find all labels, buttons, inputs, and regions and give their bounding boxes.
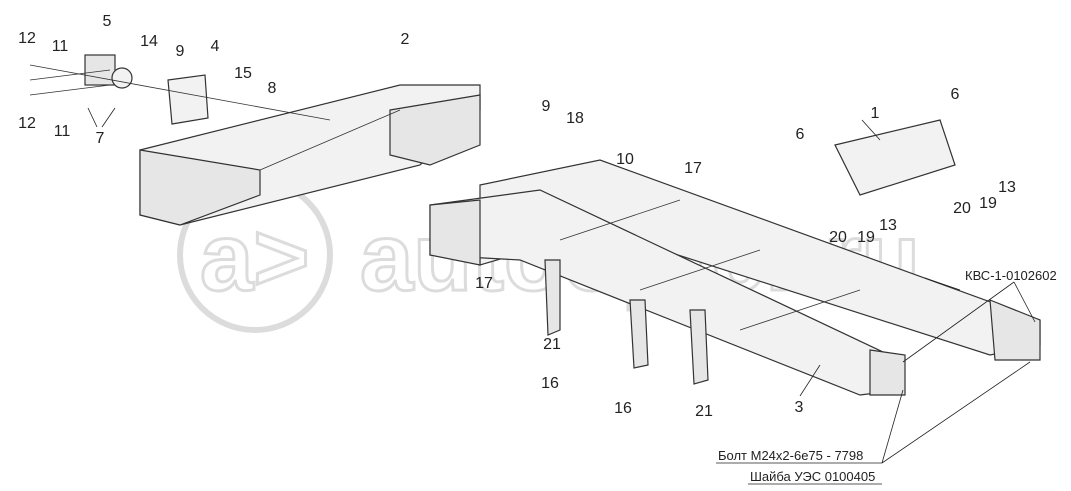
assembly-code-label: КВС-1-0102602 [965,268,1057,283]
callout-4: 4 [211,38,220,55]
callout-14: 14 [140,33,158,50]
callout-labels: 12 11 5 14 9 4 2 15 8 12 11 7 1 6 6 9 18… [18,13,1016,420]
cover-part-1 [834,119,956,196]
callout-12: 12 [18,30,36,47]
callout-19: 19 [857,229,875,246]
callout-17: 17 [475,275,493,292]
callout-3: 3 [795,399,804,416]
callout-18: 18 [566,110,584,127]
callout-16: 16 [614,400,632,417]
callout-10: 10 [616,151,634,168]
callout-20: 20 [829,229,847,246]
callout-16: 16 [541,375,559,392]
callout-9: 9 [176,43,185,60]
callout-11: 11 [54,123,71,140]
callout-5: 5 [103,13,112,30]
callout-9: 9 [542,98,551,115]
bolt-spec-label: Болт М24х2-6е75 - 7798 [718,448,863,463]
leader-lines [87,107,1036,485]
callout-20: 20 [953,200,971,217]
callout-6: 6 [796,126,805,143]
callout-21: 21 [543,336,561,353]
callout-11: 11 [52,38,69,55]
callout-13: 13 [998,179,1016,196]
valve-assembly-part-5 [29,54,331,125]
svg-text:a>: a> [200,204,309,311]
callout-17: 17 [684,160,702,177]
callout-7: 7 [96,130,105,147]
callout-6: 6 [951,86,960,103]
washer-spec-label: Шайба УЭС 0100405 [750,469,875,484]
callout-13: 13 [879,217,897,234]
callout-21: 21 [695,403,713,420]
callout-2: 2 [401,31,410,48]
callout-15: 15 [234,65,252,82]
callout-12: 12 [18,115,36,132]
callout-19: 19 [979,195,997,212]
main-frame-part-3 [429,159,1041,396]
step-box-part-2 [139,84,481,226]
callout-1: 1 [871,105,880,122]
callout-8: 8 [268,80,277,97]
